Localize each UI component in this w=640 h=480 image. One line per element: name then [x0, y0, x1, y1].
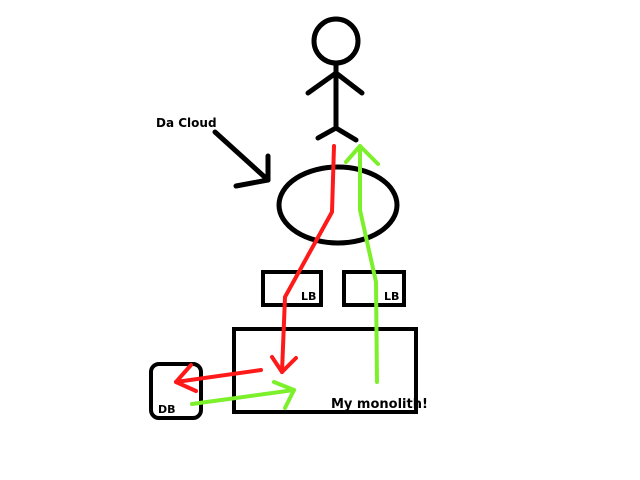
database-label: DB [158, 403, 176, 416]
request-path-arrow [270, 144, 336, 374]
cloud-label: Da Cloud [156, 116, 217, 130]
user-legs [315, 125, 359, 143]
cloud-pointer-arrow [212, 129, 271, 189]
db-to-monolith-arrow [190, 380, 296, 410]
load-balancer-left [261, 270, 323, 307]
user-arms [305, 70, 365, 96]
monolith-box [232, 327, 418, 414]
user-head [311, 16, 361, 66]
user-stick-figure [305, 16, 365, 143]
cloud-ellipse [276, 164, 400, 246]
response-path-arrow [344, 144, 380, 384]
load-balancer-right-label: LB [384, 290, 399, 303]
load-balancer-left-label: LB [301, 290, 316, 303]
monolith-label: My monolith! [331, 397, 428, 412]
database-box [149, 362, 203, 420]
monolith-to-db-arrow [174, 363, 263, 393]
